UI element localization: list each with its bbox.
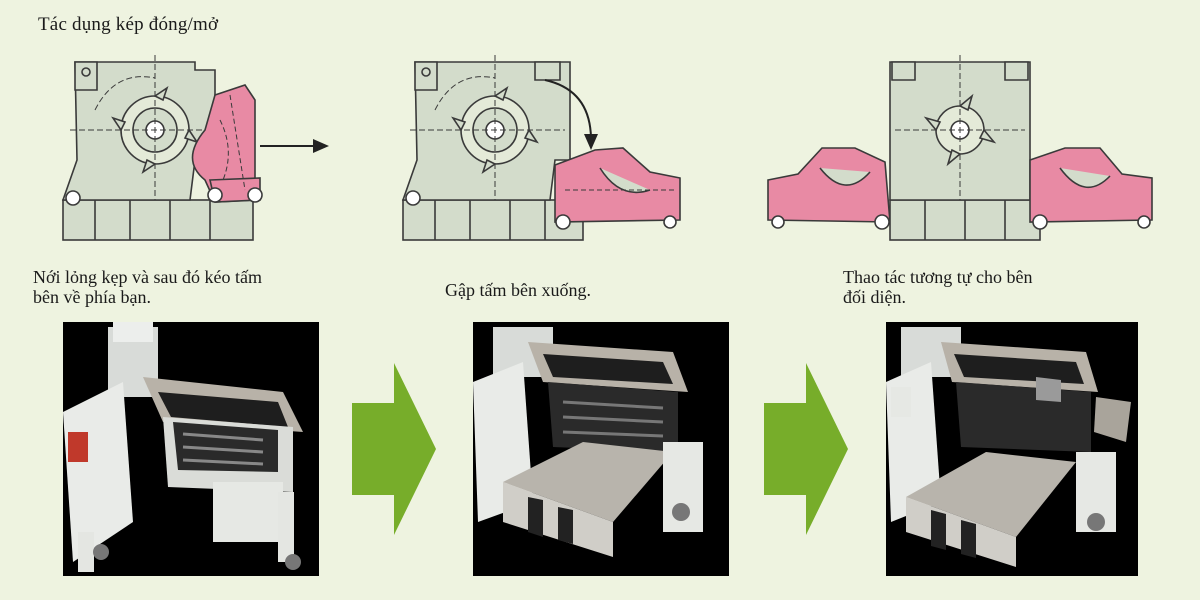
page-title: Tác dụng kép đóng/mở	[38, 14, 219, 35]
diagram-step-3	[760, 50, 1180, 250]
green-chevron-arrow-icon	[764, 363, 848, 535]
caption-step-1-line-2: bên về phía bạn.	[33, 287, 151, 307]
caption-step-3-line-1: Thao tác tương tự cho bên	[843, 267, 1033, 287]
caption-step-1: Nới lỏng kẹp và sau đó kéo tấm bên về ph…	[33, 267, 262, 307]
photo-step-1	[63, 322, 319, 576]
caption-step-2: Gập tấm bên xuống.	[445, 280, 591, 300]
caption-step-2-line-1: Gập tấm bên xuống.	[445, 280, 591, 300]
green-chevron-arrow-icon	[352, 363, 436, 535]
curved-down-arrow-icon	[544, 79, 598, 150]
photo-step-3	[886, 322, 1138, 576]
caption-step-3-line-2: đối diện.	[843, 287, 906, 307]
right-arrow-icon	[260, 139, 329, 153]
caption-step-3: Thao tác tương tự cho bên đối diện.	[843, 267, 1032, 307]
photo-step-2	[473, 322, 729, 576]
diagram-step-2	[395, 50, 695, 250]
caption-step-1-line-1: Nới lỏng kẹp và sau đó kéo tấm	[33, 267, 262, 287]
diagram-step-1	[55, 50, 345, 250]
